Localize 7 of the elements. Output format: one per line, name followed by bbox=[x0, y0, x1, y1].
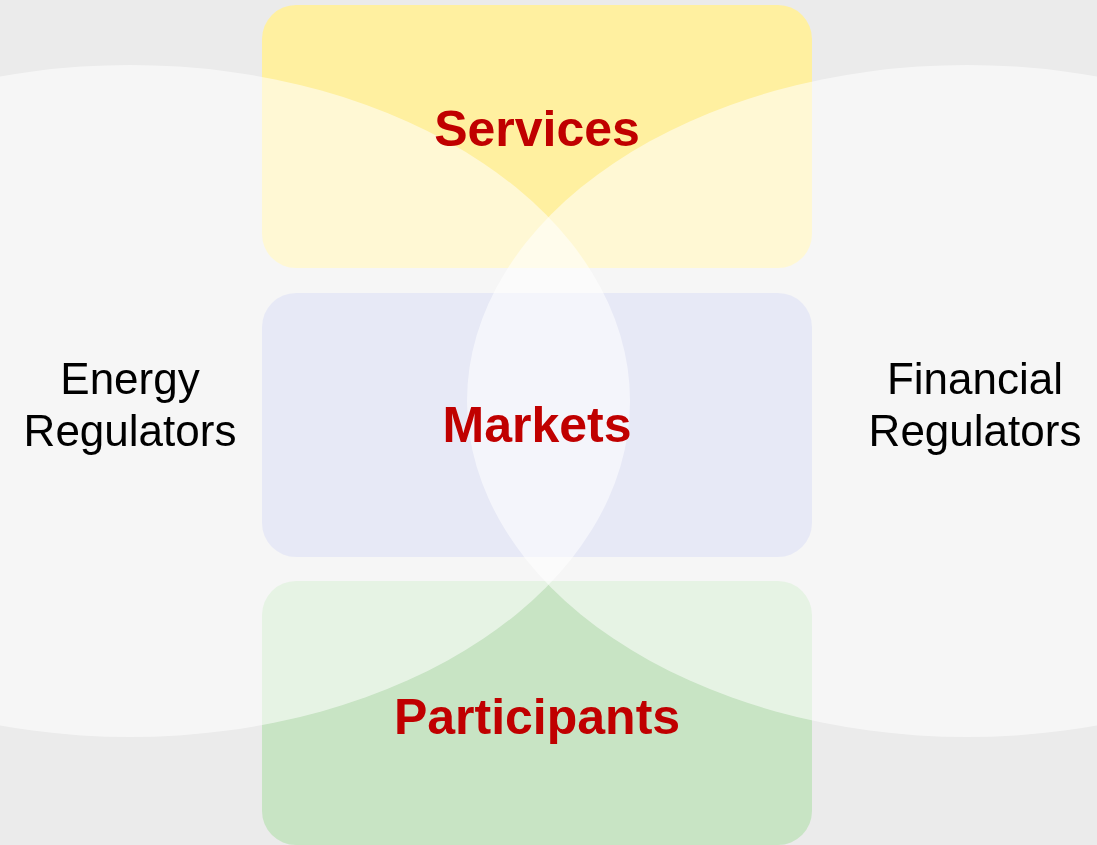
rounded-box bbox=[262, 5, 812, 268]
region-label: Financial Regulators bbox=[867, 353, 1083, 457]
box-title: Services bbox=[434, 99, 640, 158]
box-title: Participants bbox=[393, 688, 681, 746]
rounded-box bbox=[262, 581, 812, 845]
box-title: Markets bbox=[442, 396, 632, 454]
region-label: Energy Regulators bbox=[22, 353, 238, 457]
